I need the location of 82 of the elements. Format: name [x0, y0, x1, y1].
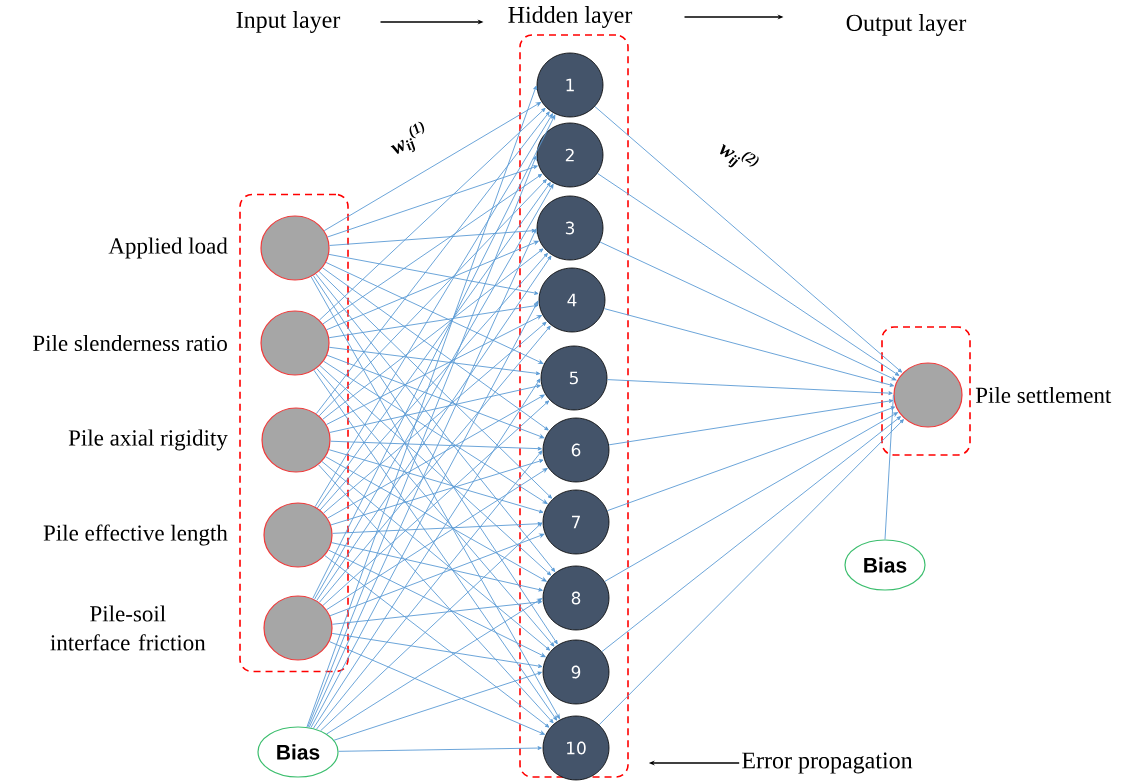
arrow: [603, 308, 895, 387]
arrow: [318, 179, 547, 417]
arrow: [323, 360, 548, 505]
arrow: [325, 262, 544, 364]
dashed-group-box: [519, 34, 629, 778]
layer-heading: Hidden layer: [508, 6, 633, 28]
arrow: [332, 521, 542, 534]
arrow: [310, 276, 560, 719]
arrow: [333, 671, 542, 741]
arrow: [322, 400, 550, 606]
arrow: [328, 253, 539, 295]
arrow: [329, 384, 541, 433]
arrow: [599, 241, 897, 381]
neuron-circle: [263, 502, 333, 568]
arrow: [329, 228, 536, 246]
layer-heading: Error propagation: [742, 752, 913, 774]
node-label: Pile axial rigidity: [68, 429, 228, 451]
arrow: [310, 300, 539, 729]
arrow: [331, 632, 543, 668]
arrow: [312, 275, 558, 645]
arrow: [315, 111, 550, 415]
arrow: [312, 114, 556, 599]
arrow: [326, 598, 543, 735]
neuron-circle: [261, 407, 331, 473]
arrow: [326, 354, 545, 439]
arrow: [601, 416, 901, 653]
arrow: [321, 461, 551, 651]
arrow: [327, 165, 538, 238]
arrow: [604, 412, 898, 582]
arrow: [330, 440, 542, 451]
arrow: [328, 346, 541, 376]
arrow: [314, 113, 553, 508]
node-label: Pile slenderness ratio: [33, 334, 227, 352]
node-label: Pile-soil interface friction: [50, 605, 206, 651]
dashed-group-box: [881, 326, 971, 456]
arrow: [318, 325, 551, 603]
arrow: [324, 555, 550, 728]
node-label: Pile settlement: [975, 386, 1112, 404]
arrow: [329, 533, 545, 617]
arrow: [598, 419, 904, 726]
neuron-circle: [260, 310, 330, 376]
arrow: [326, 240, 539, 331]
arrow: [325, 456, 547, 582]
layer-heading: Output layer: [846, 14, 967, 36]
weight-label: w$_{ij}$(2): [719, 144, 759, 168]
arrow: [594, 106, 903, 373]
node-label: Applied load: [108, 237, 228, 259]
arrow: [328, 303, 539, 339]
arrow: [326, 468, 548, 611]
arrow: [322, 248, 544, 420]
arrow: [323, 321, 547, 514]
arrow: [316, 255, 552, 601]
arrow: [330, 459, 544, 526]
arrow: [316, 367, 555, 647]
arrow: [328, 549, 546, 658]
neuron-circle: [260, 215, 330, 281]
arrow: [322, 267, 549, 431]
arrow: [316, 182, 551, 509]
layer-heading: Input layer: [236, 11, 341, 33]
node-label: Pile effective length: [43, 524, 228, 546]
arrow: [314, 183, 554, 600]
arrow: [597, 172, 900, 376]
arrow: [338, 746, 542, 752]
arrow: [320, 522, 543, 732]
arrow: [322, 173, 543, 325]
arrow: [606, 379, 893, 395]
arrow: [323, 102, 541, 232]
arrow: [326, 315, 542, 425]
arrow: [328, 449, 544, 514]
arrow: [608, 399, 894, 446]
weight-label: w$_{ij}$(1): [390, 121, 425, 154]
arrow: [331, 542, 543, 592]
arrow: [327, 394, 545, 519]
neuron-circle: [893, 362, 963, 428]
arrow: [319, 107, 546, 321]
arrow: [331, 600, 543, 625]
arrow: [319, 365, 552, 576]
neuron-circle: [263, 595, 333, 661]
arrow: [329, 641, 545, 735]
dashed-group-box: [239, 193, 349, 673]
arrow: [606, 406, 896, 512]
arrow: [315, 273, 556, 572]
